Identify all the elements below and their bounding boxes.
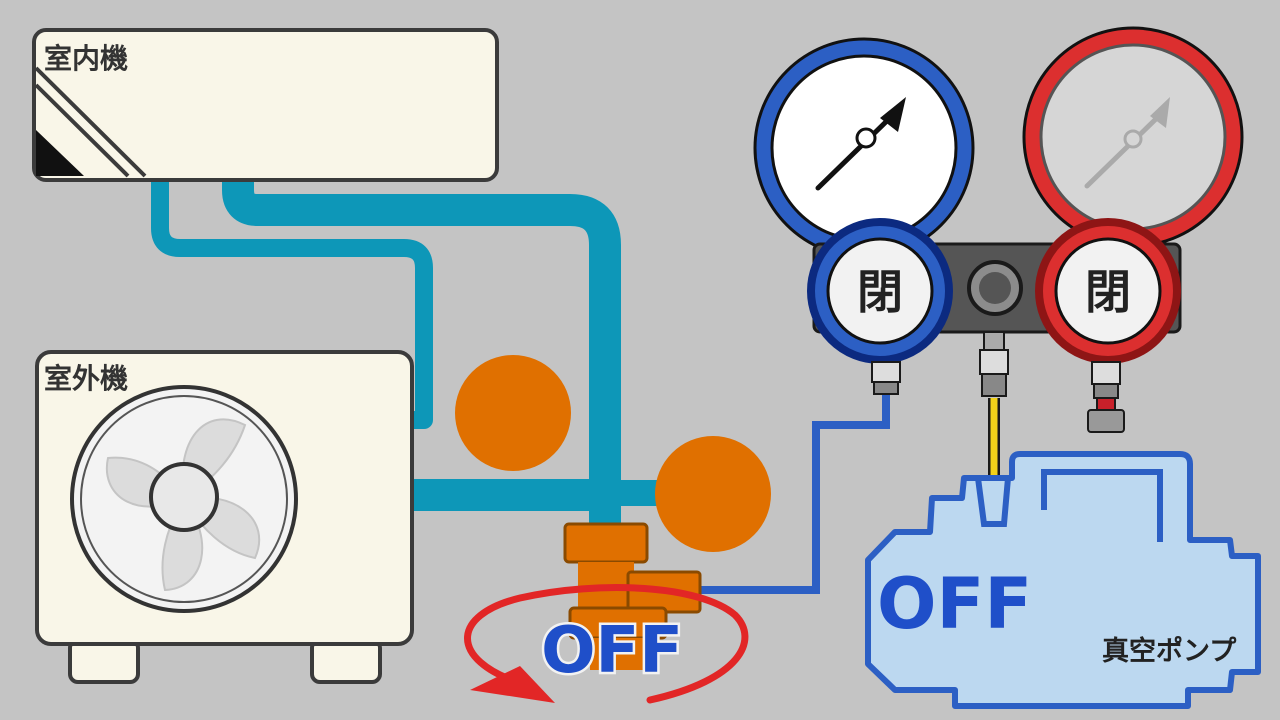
outdoor-foot-left — [68, 638, 140, 684]
gauge-needle — [1084, 112, 1163, 189]
pump-inlet — [974, 475, 1012, 527]
indoor-unit: 室内機 — [32, 28, 499, 182]
valve-off-label: OFF — [541, 614, 683, 688]
pump-handle — [1041, 469, 1163, 542]
gauge-manifold: 閉 閉 — [753, 26, 1244, 433]
low-valve-knob[interactable]: 閉 — [807, 218, 953, 364]
low-valve-label: 閉 — [857, 265, 903, 319]
low-port-fitting — [871, 361, 901, 395]
fan-icon — [70, 385, 298, 613]
high-pressure-gauge — [1022, 26, 1244, 248]
low-pressure-gauge — [753, 37, 975, 259]
refrigerant-pipes — [151, 174, 670, 528]
low-side-hose — [700, 395, 890, 594]
liquid-service-valve — [455, 355, 571, 471]
pump-off-label: OFF — [877, 563, 1032, 645]
high-valve-label: 閉 — [1085, 265, 1131, 319]
valve-off-indicator: OFF — [464, 584, 749, 704]
high-valve-knob[interactable]: 閉 — [1035, 218, 1181, 364]
center-port-fitting — [979, 331, 1009, 397]
pump-label: 真空ポンプ — [1102, 635, 1237, 667]
core-valve-assembly — [563, 522, 702, 670]
liquid-pipe — [151, 178, 433, 429]
outdoor-unit: 室外機 — [35, 350, 414, 684]
rotate-arrow-icon — [464, 584, 749, 704]
outdoor-unit-label: 室外機 — [44, 362, 128, 395]
indoor-unit-label: 室内機 — [44, 42, 128, 75]
gauge-needle — [815, 112, 896, 191]
gas-pipe — [222, 174, 621, 511]
gauge-hoses — [700, 395, 1000, 594]
high-port-fitting — [1087, 361, 1125, 433]
vacuum-pump: OFF 真空ポンプ — [865, 451, 1261, 709]
gas-service-valve — [655, 436, 771, 552]
outdoor-foot-right — [310, 638, 382, 684]
